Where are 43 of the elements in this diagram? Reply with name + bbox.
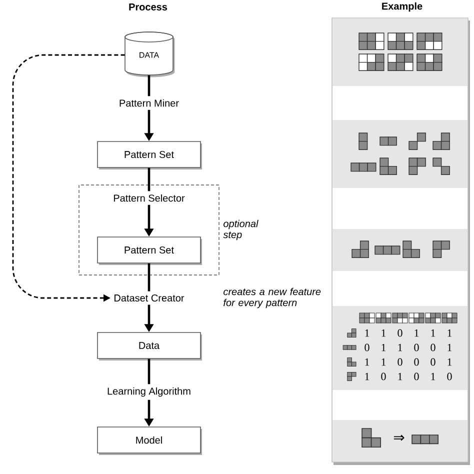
table-value: 1 <box>365 372 370 380</box>
table-value: 0 <box>398 358 402 366</box>
table-value: 0 <box>398 329 402 337</box>
table-value: 1 <box>398 372 402 380</box>
table-value: 0 <box>447 372 452 380</box>
table-value: 0 <box>364 344 370 352</box>
table-value: 0 <box>381 372 386 380</box>
side-note: optional step <box>223 220 258 240</box>
step-label: Pattern Selector <box>114 194 185 202</box>
step-label: Dataset Creator <box>114 294 184 302</box>
table-value: 1 <box>431 329 436 337</box>
table-value: 1 <box>365 329 370 337</box>
process-box: Pattern Set <box>97 141 202 170</box>
implies-symbol: ⇒ <box>394 434 404 441</box>
column-heading: Process <box>129 4 168 10</box>
flow-line <box>148 75 150 96</box>
table-value: 1 <box>448 344 452 352</box>
table-value: 1 <box>365 358 370 366</box>
process-box: Model <box>97 426 202 455</box>
flow-line <box>148 168 150 192</box>
dashed-frame <box>78 184 220 276</box>
process-box: Data <box>97 332 202 360</box>
flow-line <box>148 263 150 292</box>
database-cylinder: DATA <box>124 32 175 78</box>
step-label: Pattern Miner <box>120 99 179 107</box>
step-label: Learning Algorithm <box>108 387 190 397</box>
flow-line <box>148 358 150 384</box>
table-value: 0 <box>414 358 419 366</box>
table-value: 0 <box>414 372 419 380</box>
column-heading: Example <box>382 2 422 12</box>
table-value: 0 <box>430 344 436 352</box>
table-value: 1 <box>382 329 386 337</box>
side-note: creates a new feature for every pattern <box>224 288 321 308</box>
table-value: 0 <box>414 344 419 352</box>
table-value: 1 <box>448 358 452 366</box>
table-value: 1 <box>382 344 386 352</box>
table-value: 1 <box>382 358 386 366</box>
process-box: Pattern Set <box>97 236 202 265</box>
table-value: 1 <box>431 372 436 380</box>
table-value: 1 <box>414 329 419 337</box>
table-value: 1 <box>398 344 402 352</box>
table-value: 0 <box>430 358 436 366</box>
table-value: 1 <box>448 329 452 337</box>
